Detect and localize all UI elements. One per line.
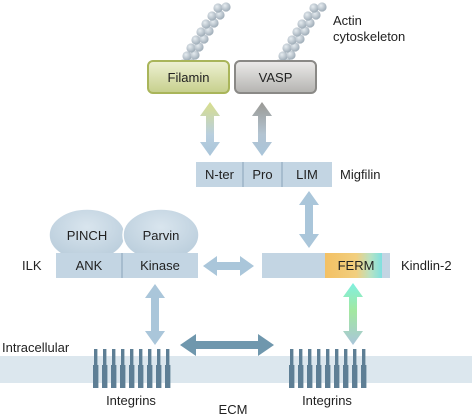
actin-filament-left — [178, 2, 231, 69]
ecm-label: ECM — [219, 402, 248, 417]
kindlin-bar: FERM — [262, 253, 390, 278]
ferm-label: FERM — [338, 258, 375, 273]
ilk-label: ILK — [22, 258, 42, 273]
pinch-label: PINCH — [67, 228, 107, 243]
actin-label-line2: cytoskeleton — [333, 29, 405, 44]
vasp-label: VASP — [259, 70, 293, 85]
ilk-ank: ANK — [76, 258, 103, 273]
integrins-left — [93, 349, 171, 388]
ilk-kinase: Kinase — [140, 258, 180, 273]
kindlin-label: Kindlin-2 — [401, 258, 452, 273]
migfilin-pro: Pro — [252, 167, 272, 182]
ilk-complex: PINCH Parvin ANK Kinase — [48, 208, 200, 278]
migfilin-nter: N-ter — [205, 167, 235, 182]
arrow-vasp-pro-migfilin — [252, 102, 272, 156]
filamin-label: Filamin — [168, 70, 210, 85]
migfilin-label: Migfilin — [340, 167, 380, 182]
integrins-right — [289, 349, 367, 388]
ferm-domain — [325, 253, 382, 278]
ilk-bar — [56, 253, 198, 278]
arrow-migfilin-kindlin — [299, 191, 319, 248]
vasp-box: VASP — [234, 60, 317, 94]
arrow-filamin-ntermigfilin — [200, 102, 220, 156]
migfilin-bar: N-ter Pro LIM — [196, 162, 332, 187]
actin-filament-right — [274, 2, 327, 69]
cell-membrane — [0, 356, 472, 383]
arrow-integrin-integrin — [180, 334, 274, 356]
actin-label-line1: Actin — [333, 13, 362, 28]
arrow-ilk-kindlin — [203, 256, 254, 276]
filamin-box: Filamin — [147, 60, 230, 94]
migfilin-lim: LIM — [296, 167, 318, 182]
intracellular-label: Intracellular — [2, 340, 70, 355]
arrow-ilk-integrins — [145, 284, 165, 345]
integrins-left-label: Integrins — [106, 393, 156, 408]
arrow-ferm-integrins — [343, 283, 363, 345]
parvin-label: Parvin — [143, 228, 180, 243]
integrins-right-label: Integrins — [302, 393, 352, 408]
